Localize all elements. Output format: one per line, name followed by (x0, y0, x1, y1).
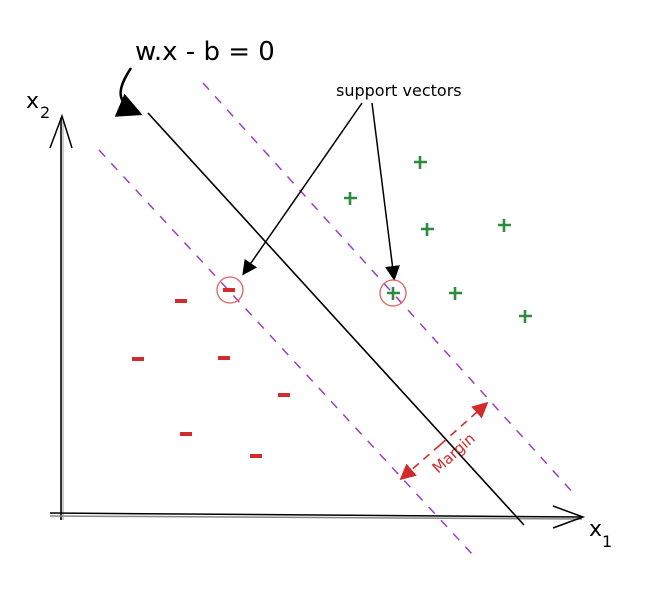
support-vectors-label: support vectors (336, 81, 462, 100)
equation-label: w.x - b = 0 (135, 37, 275, 67)
support-vector-circle-positive (379, 279, 407, 307)
positive-points (344, 156, 532, 323)
negative-points (132, 288, 290, 458)
svg-text:1: 1 (602, 532, 612, 551)
x-axis (49, 505, 586, 529)
margin-label: Margin (429, 429, 479, 477)
x-axis-label: x 1 (589, 517, 612, 551)
support-vector-arrow-negative (242, 102, 363, 276)
support-vector-arrow-positive (371, 102, 400, 281)
support-vector-circle-negative (216, 276, 244, 304)
svg-text:2: 2 (40, 103, 50, 122)
upper-margin-line (202, 82, 576, 496)
y-axis (49, 113, 73, 520)
lower-margin-line (98, 149, 474, 556)
svg-text:x: x (26, 89, 39, 114)
hyperplane-line (147, 112, 525, 526)
margin-arrow (439, 401, 489, 446)
equation-arrow-icon (114, 67, 143, 117)
svg-text:x: x (589, 517, 602, 542)
y-axis-label: x 2 (26, 89, 50, 122)
